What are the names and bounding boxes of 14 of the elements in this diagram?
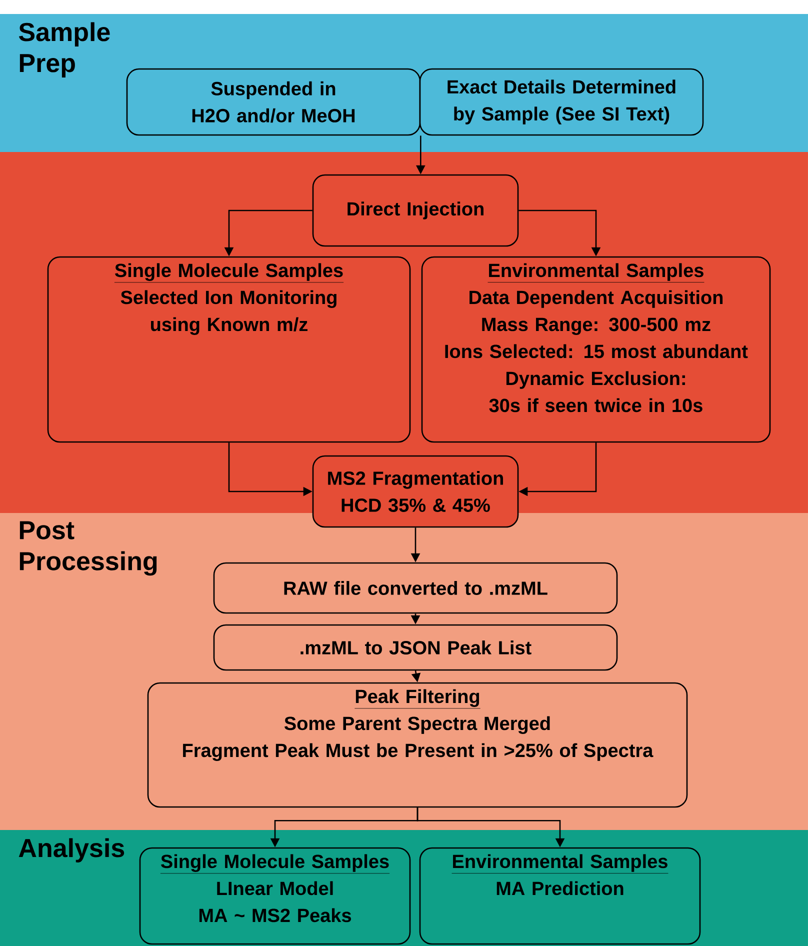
process-box: Exact Details Determined by Sample (See SI Text) [419, 68, 704, 136]
process-box: Environmental Samples MA Prediction [419, 847, 701, 945]
process-box: .mzML to JSON Peak List [213, 624, 618, 671]
process-box: RAW file converted to .mzML [213, 562, 618, 614]
process-box: Suspended in H2O and/or MeOH [126, 68, 421, 136]
process-box: Single Molecule Samples Selected Ion Monitoring using Known m/z [47, 256, 411, 443]
process-box: Peak Filtering Some Parent Spectra Merged Fragment Peak Must be Present in >25% of Spectra [147, 682, 688, 808]
process-box: Single Molecule Samples LInear Model MA ~ MS2 Peaks [139, 847, 411, 945]
process-box: Direct Injection [312, 174, 519, 247]
section-heading: Analysis [18, 838, 124, 862]
process-box: Environmental Samples Data Dependent Acquisition Mass Range: 300-500 mz Ions Selected: 15 most abundant Dynamic Exclusion: 30s if seen twice in 10s [421, 256, 771, 443]
section-heading: Sample Prep [18, 22, 110, 78]
section-heading: Post Processing [20, 521, 157, 576]
process-box: MS2 Fragmentation HCD 35% & 45% [312, 455, 519, 528]
